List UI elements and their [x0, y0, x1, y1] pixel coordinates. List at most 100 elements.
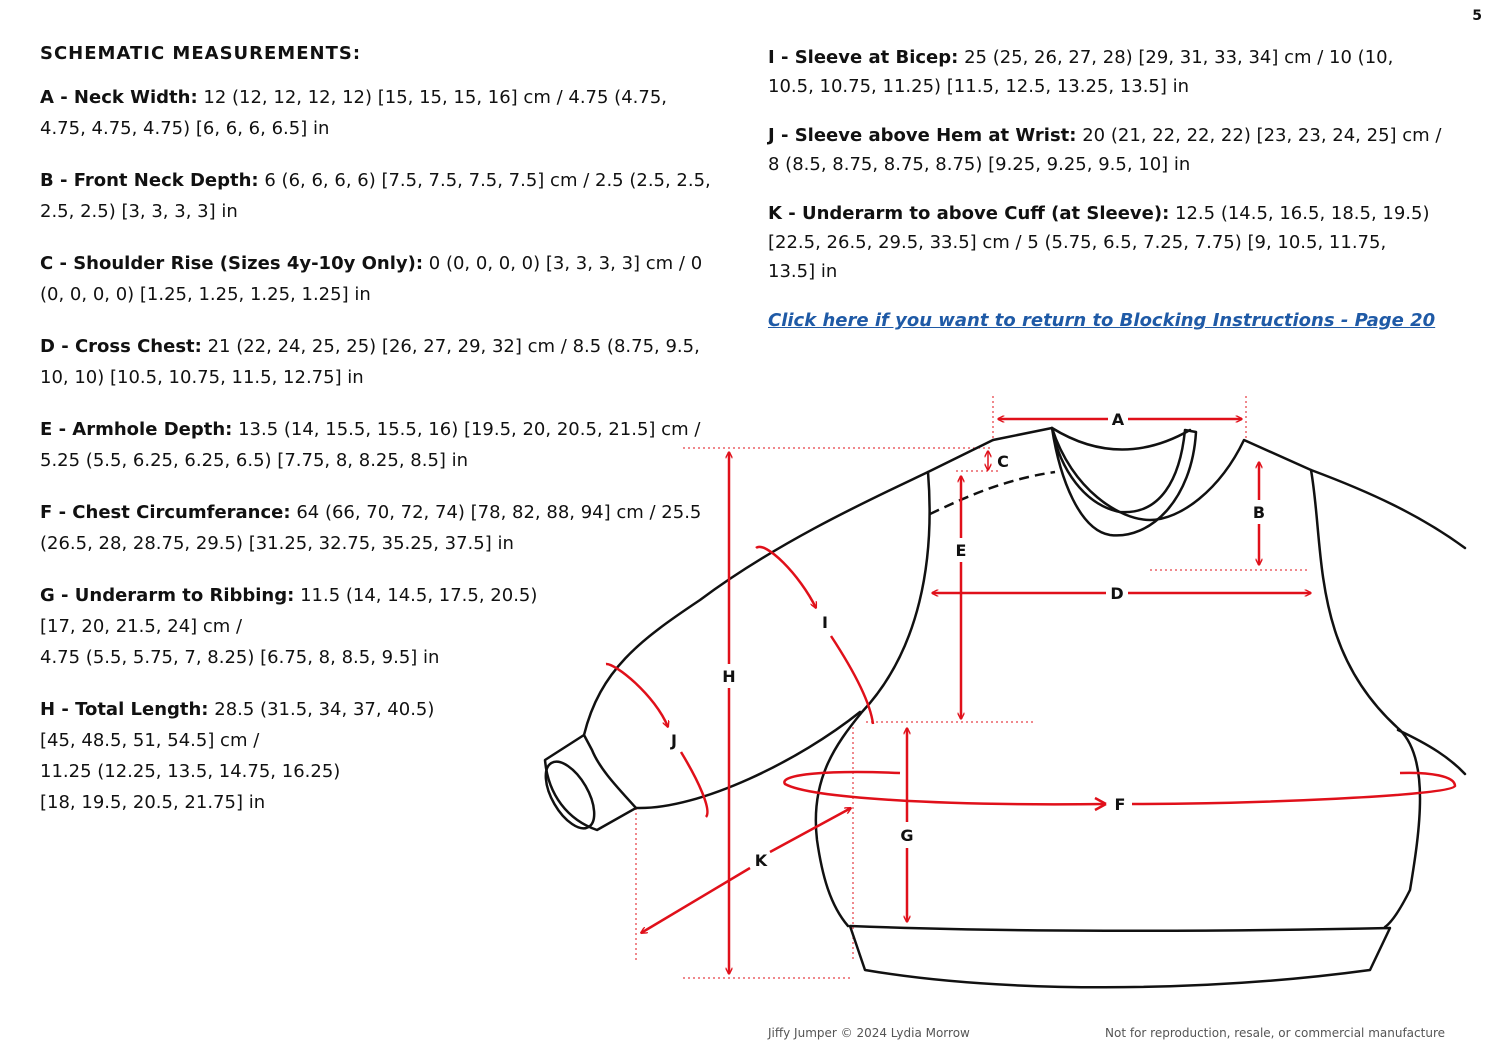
- measurement-entry: D - Cross Chest: 21 (22, 24, 25, 25) [26…: [40, 331, 730, 393]
- measurement-label: J - Sleeve above Hem at Wrist:: [768, 125, 1077, 146]
- measurement-line: F - Chest Circumferance: 64 (66, 70, 72,…: [40, 497, 730, 528]
- measurement-value: 25 (25, 26, 27, 28) [29, 31, 33, 34] cm …: [964, 47, 1394, 68]
- measurement-line: 10.5, 10.75, 11.25) [11.5, 12.5, 13.25, …: [768, 72, 1468, 101]
- measurement-value: 10.5, 10.75, 11.25) [11.5, 12.5, 13.25, …: [768, 76, 1190, 97]
- schematic-labels: A B C D E F G H I J K: [670, 410, 1265, 870]
- measurement-line: 8 (8.5, 8.75, 8.75, 8.75) [9.25, 9.25, 9…: [768, 150, 1468, 179]
- measurement-line: D - Cross Chest: 21 (22, 24, 25, 25) [26…: [40, 331, 730, 362]
- label-d: D: [1110, 584, 1123, 603]
- measurement-value: 12.5 (14.5, 16.5, 18.5, 19.5): [1175, 203, 1430, 224]
- label-b: B: [1253, 503, 1265, 522]
- footer-copyright: Jiffy Jumper © 2024 Lydia Morrow: [768, 1026, 970, 1040]
- measurement-line: [45, 48.5, 51, 54.5] cm /: [40, 725, 730, 756]
- measurement-value: 13.5] in: [768, 261, 838, 282]
- section-heading: SCHEMATIC MEASUREMENTS:: [40, 43, 362, 64]
- measurement-label: B - Front Neck Depth:: [40, 170, 259, 191]
- measurement-value: 4.75, 4.75, 4.75) [6, 6, 6, 6.5] in: [40, 118, 330, 139]
- measurement-value: 12 (12, 12, 12, 12) [15, 15, 15, 16] cm …: [203, 87, 667, 108]
- measurement-line: 13.5] in: [768, 257, 1468, 286]
- page-number: 5: [1472, 8, 1482, 24]
- measurement-line: 10, 10) [10.5, 10.75, 11.5, 12.75] in: [40, 362, 730, 393]
- footer-notice: Not for reproduction, resale, or commerc…: [1105, 1026, 1445, 1040]
- measurement-label: G - Underarm to Ribbing:: [40, 585, 295, 606]
- label-a: A: [1112, 410, 1125, 429]
- measurement-line: C - Shoulder Rise (Sizes 4y-10y Only): 0…: [40, 248, 730, 279]
- label-e: E: [956, 541, 967, 560]
- measurement-entry: B - Front Neck Depth: 6 (6, 6, 6, 6) [7.…: [40, 165, 730, 227]
- measurement-value: 10, 10) [10.5, 10.75, 11.5, 12.75] in: [40, 367, 364, 388]
- label-h: H: [722, 667, 735, 686]
- measurement-line: I - Sleeve at Bicep: 25 (25, 26, 27, 28)…: [768, 43, 1468, 72]
- measurement-line: [17, 20, 21.5, 24] cm /: [40, 611, 730, 642]
- measurement-line: K - Underarm to above Cuff (at Sleeve): …: [768, 199, 1468, 228]
- measurement-value: [18, 19.5, 20.5, 21.75] in: [40, 792, 266, 813]
- measurement-value: 11.5 (14, 14.5, 17.5, 20.5): [300, 585, 538, 606]
- measurement-value: 0 (0, 0, 0, 0) [3, 3, 3, 3] cm / 0: [428, 253, 703, 274]
- label-i: I: [822, 613, 828, 632]
- measurement-value: 4.75 (5.5, 5.75, 7, 8.25) [6.75, 8, 8.5,…: [40, 647, 440, 668]
- guide-lines: [635, 396, 1310, 979]
- measurement-line: (26.5, 28, 28.75, 29.5) [31.25, 32.75, 3…: [40, 528, 730, 559]
- measurement-label: D - Cross Chest:: [40, 336, 202, 357]
- measurement-line: H - Total Length: 28.5 (31.5, 34, 37, 40…: [40, 694, 730, 725]
- measurement-label: E - Armhole Depth:: [40, 419, 233, 440]
- measurement-label: I - Sleeve at Bicep:: [768, 47, 959, 68]
- measurements-right-column: I - Sleeve at Bicep: 25 (25, 26, 27, 28)…: [768, 43, 1468, 331]
- measurement-label: C - Shoulder Rise (Sizes 4y-10y Only):: [40, 253, 424, 274]
- measurement-value: [45, 48.5, 51, 54.5] cm /: [40, 730, 260, 751]
- measurement-arrows: [605, 419, 1457, 974]
- measurement-entry: K - Underarm to above Cuff (at Sleeve): …: [768, 199, 1468, 286]
- measurement-value: 20 (21, 22, 22, 22) [23, 23, 24, 25] cm …: [1082, 125, 1442, 146]
- measurements-left-column: SCHEMATIC MEASUREMENTS: A - Neck Width: …: [40, 43, 730, 839]
- measurement-value: 64 (66, 70, 72, 74) [78, 82, 88, 94] cm …: [296, 502, 702, 523]
- measurement-line: G - Underarm to Ribbing: 11.5 (14, 14.5,…: [40, 580, 730, 611]
- measurement-value: (0, 0, 0, 0) [1.25, 1.25, 1.25, 1.25] in: [40, 284, 371, 305]
- measurement-entry: H - Total Length: 28.5 (31.5, 34, 37, 40…: [40, 694, 730, 818]
- measurement-list-right: I - Sleeve at Bicep: 25 (25, 26, 27, 28)…: [768, 43, 1468, 286]
- label-j: J: [670, 731, 677, 750]
- measurement-value: 28.5 (31.5, 34, 37, 40.5): [214, 699, 435, 720]
- measurement-line: B - Front Neck Depth: 6 (6, 6, 6, 6) [7.…: [40, 165, 730, 196]
- sweater-schematic: A B C D E F G H I J K: [543, 396, 1467, 989]
- label-g: G: [900, 826, 913, 845]
- measurement-value: [17, 20, 21.5, 24] cm /: [40, 616, 243, 637]
- measurement-entry: A - Neck Width: 12 (12, 12, 12, 12) [15,…: [40, 82, 730, 144]
- label-k: K: [755, 851, 768, 870]
- measurement-value: [22.5, 26.5, 29.5, 33.5] cm / 5 (5.75, 6…: [768, 232, 1387, 253]
- measurement-value: 5.25 (5.5, 6.25, 6.25, 6.5) [7.75, 8, 8.…: [40, 450, 469, 471]
- raglan-dashed-line: [929, 470, 1056, 516]
- measurement-label: K - Underarm to above Cuff (at Sleeve):: [768, 203, 1170, 224]
- measurement-line: 5.25 (5.5, 6.25, 6.25, 6.5) [7.75, 8, 8.…: [40, 445, 730, 476]
- measurement-line: 4.75, 4.75, 4.75) [6, 6, 6, 6.5] in: [40, 113, 730, 144]
- measurement-entry: I - Sleeve at Bicep: 25 (25, 26, 27, 28)…: [768, 43, 1468, 101]
- measurement-line: [18, 19.5, 20.5, 21.75] in: [40, 787, 730, 818]
- measurement-value: 6 (6, 6, 6, 6) [7.5, 7.5, 7.5, 7.5] cm /…: [264, 170, 711, 191]
- measurement-line: J - Sleeve above Hem at Wrist: 20 (21, 2…: [768, 121, 1468, 150]
- sweater-outline: [543, 426, 1467, 989]
- measurement-value: 21 (22, 24, 25, 25) [26, 27, 29, 32] cm …: [207, 336, 700, 357]
- measurement-value: 11.25 (12.25, 13.5, 14.75, 16.25): [40, 761, 341, 782]
- measurement-value: (26.5, 28, 28.75, 29.5) [31.25, 32.75, 3…: [40, 533, 514, 554]
- measurement-entry: J - Sleeve above Hem at Wrist: 20 (21, 2…: [768, 121, 1468, 179]
- measurement-label: F - Chest Circumferance:: [40, 502, 291, 523]
- measurement-entry: E - Armhole Depth: 13.5 (14, 15.5, 15.5,…: [40, 414, 730, 476]
- measurement-line: 2.5, 2.5) [3, 3, 3, 3] in: [40, 196, 730, 227]
- measurement-label: A - Neck Width:: [40, 87, 198, 108]
- measurement-entry: G - Underarm to Ribbing: 11.5 (14, 14.5,…: [40, 580, 730, 673]
- measurement-list-left: A - Neck Width: 12 (12, 12, 12, 12) [15,…: [40, 82, 730, 818]
- blocking-instructions-link[interactable]: Click here if you want to return to Bloc…: [768, 310, 1436, 331]
- measurement-line: 11.25 (12.25, 13.5, 14.75, 16.25): [40, 756, 730, 787]
- measurement-value: 2.5, 2.5) [3, 3, 3, 3] in: [40, 201, 238, 222]
- measurement-value: 8 (8.5, 8.75, 8.75, 8.75) [9.25, 9.25, 9…: [768, 154, 1191, 175]
- measurement-line: (0, 0, 0, 0) [1.25, 1.25, 1.25, 1.25] in: [40, 279, 730, 310]
- measurement-entry: C - Shoulder Rise (Sizes 4y-10y Only): 0…: [40, 248, 730, 310]
- label-f: F: [1115, 795, 1126, 814]
- measurement-line: [22.5, 26.5, 29.5, 33.5] cm / 5 (5.75, 6…: [768, 228, 1468, 257]
- label-c: C: [997, 452, 1009, 471]
- measurement-value: 13.5 (14, 15.5, 15.5, 16) [19.5, 20, 20.…: [238, 419, 701, 440]
- measurement-label: H - Total Length:: [40, 699, 209, 720]
- measurement-entry: F - Chest Circumferance: 64 (66, 70, 72,…: [40, 497, 730, 559]
- measurement-line: A - Neck Width: 12 (12, 12, 12, 12) [15,…: [40, 82, 730, 113]
- measurement-line: E - Armhole Depth: 13.5 (14, 15.5, 15.5,…: [40, 414, 730, 445]
- measurement-line: 4.75 (5.5, 5.75, 7, 8.25) [6.75, 8, 8.5,…: [40, 642, 730, 673]
